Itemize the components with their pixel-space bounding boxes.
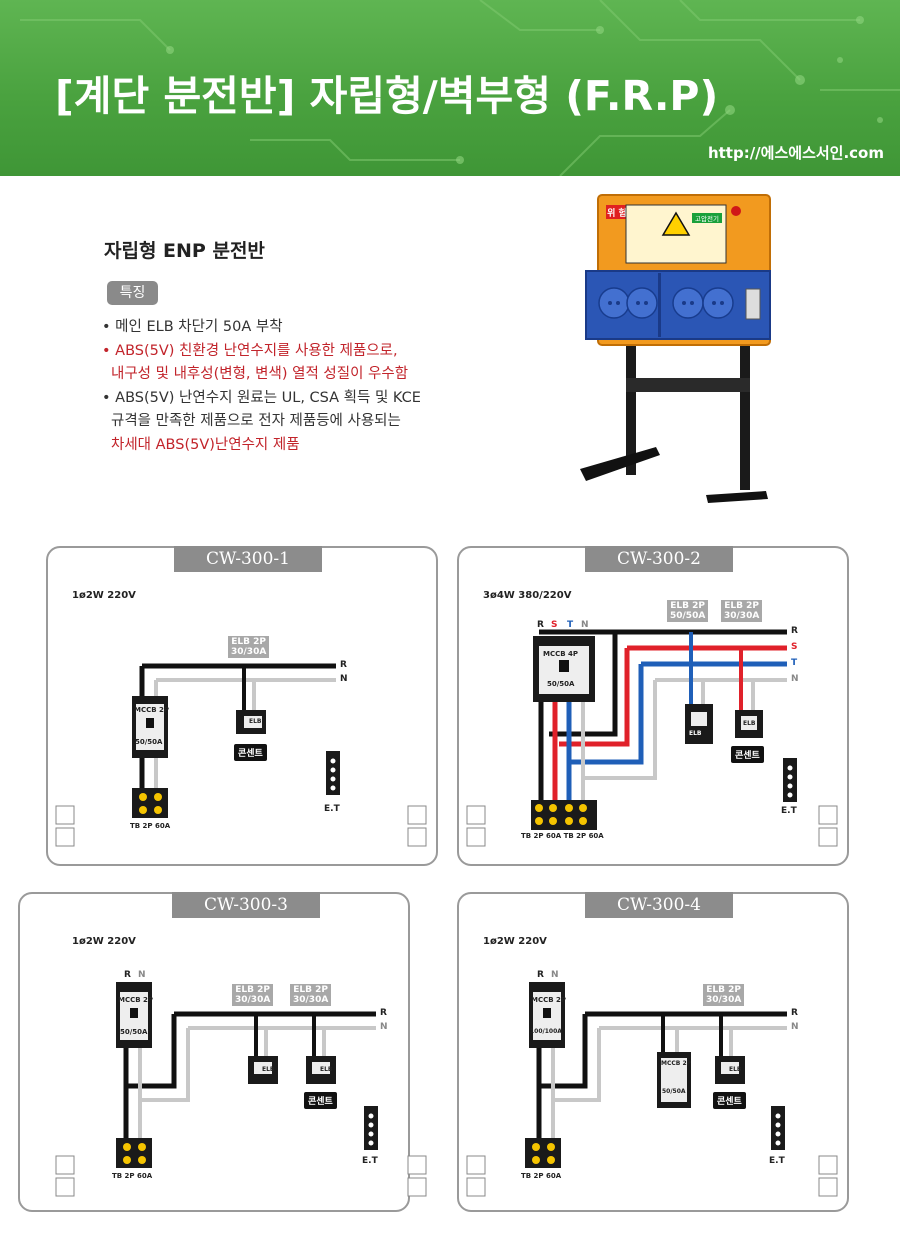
elb-label: ELB (743, 720, 756, 727)
earth-terminal (783, 758, 797, 802)
power-spec: 1ø2W 220V (72, 590, 136, 601)
line-n-label: N (791, 1022, 799, 1032)
feature-line: • ABS(5V) 난연수지 원료는 UL, CSA 획득 및 KCE (102, 389, 421, 406)
diagram-svg (466, 982, 838, 1197)
model-tab: CW-300-4 (585, 892, 733, 918)
features-badge: 특징 (107, 281, 158, 305)
mccb-rating: 50/50A (547, 680, 575, 688)
outlet-label: 콘센트 (234, 744, 267, 761)
model-tab: CW-300-2 (585, 546, 733, 572)
feature-line: 내구성 및 내후성(변형, 변색) 열적 성질이 우수함 (111, 366, 409, 382)
outlet-label: 콘센트 (731, 746, 764, 763)
earth-terminal-label: E.T (769, 1156, 785, 1166)
features-list: • 메인 ELB 차단기 50A 부착 • ABS(5V) 친환경 난연수지를 … (102, 316, 522, 457)
wiring-diagram-cw-300-2: CW-300-2 3ø4W 380/220V R S T N R S T N E… (457, 546, 849, 866)
earth-terminal (364, 1106, 378, 1150)
product-image: 위 험 고압전기 (576, 193, 776, 512)
phase-label-s: S (551, 620, 558, 630)
mccb-rating: 50/50A (120, 1028, 148, 1036)
terminal-block (132, 788, 168, 818)
outlet-label: 콘센트 (713, 1092, 746, 1109)
terminal-block-label: TB 2P 60A (521, 1172, 562, 1180)
power-spec: 3ø4W 380/220V (483, 590, 572, 601)
diagram-svg (55, 663, 427, 847)
elb-label: ELB (249, 718, 262, 725)
terminal-block (531, 800, 597, 830)
terminal-block (116, 1138, 152, 1168)
outlet-label: 콘센트 (304, 1092, 337, 1109)
model-tab: CW-300-3 (172, 892, 320, 918)
line-n-label: N (340, 674, 348, 684)
phase-label-n: N (551, 970, 559, 980)
feature-line: 규격을 만족한 제품으로 전자 제품등에 사용되는 (111, 413, 401, 429)
phase-label-r: R (537, 620, 544, 630)
phase-label-n: N (581, 620, 589, 630)
website-url[interactable]: http://에스에스서인.com (707, 144, 884, 162)
product-subtitle: 자립형 ENP 분전반 (104, 240, 265, 262)
earth-terminal (771, 1106, 785, 1150)
mccb-rating: 50/50A (135, 738, 163, 746)
terminal-block-label: TB 2P 60A (112, 1172, 153, 1180)
line-r-label: R (791, 1008, 798, 1018)
line-n-label: N (791, 674, 799, 684)
elb-label: ELB (729, 1066, 742, 1073)
feature-line: • 메인 ELB 차단기 50A 부착 (102, 319, 283, 335)
terminal-block (525, 1138, 561, 1168)
terminal-block-label: TB 2P 60A TB 2P 60A (521, 832, 604, 840)
sub-mccb-type: MCCB 2P (661, 1060, 692, 1067)
phase-label-t: T (567, 620, 574, 630)
power-spec: 1ø2W 220V (72, 936, 136, 947)
earth-terminal (326, 751, 340, 795)
mccb-type: MCCB 2P (531, 996, 567, 1004)
line-t-label: T (791, 658, 798, 668)
mccb-type: MCCB 2P (134, 706, 170, 714)
phase-label-r: R (124, 970, 131, 980)
mccb-rating: 100/100A (530, 1028, 562, 1035)
line-r-label: R (380, 1008, 387, 1018)
sub-mccb-rating: 50/50A (662, 1088, 686, 1095)
model-tab: CW-300-1 (174, 546, 322, 572)
mccb-type: MCCB 2P (118, 996, 154, 1004)
phase-label-n: N (138, 970, 146, 980)
earth-terminal-label: E.T (324, 804, 340, 814)
mccb-type: MCCB 4P (543, 650, 579, 658)
warning-label: 위 험 (607, 207, 627, 219)
circuit-pattern-decoration (20, 0, 900, 176)
power-spec: 1ø2W 220V (483, 936, 547, 947)
line-s-label: S (791, 642, 798, 652)
page-title: [계단 분전반] 자립형/벽부형 (F.R.P) (55, 72, 719, 120)
feature-line: 차세대 ABS(5V)난연수지 제품 (111, 436, 300, 453)
line-r-label: R (340, 660, 347, 670)
high-voltage-label: 고압전기 (695, 214, 719, 223)
earth-terminal-label: E.T (362, 1156, 378, 1166)
line-n-label: N (380, 1022, 388, 1032)
header-banner: [계단 분전반] 자립형/벽부형 (F.R.P) http://에스에스서인.c… (0, 0, 900, 176)
feature-line: • ABS(5V) 친환경 난연수지를 사용한 제품으로, (102, 342, 398, 359)
elb-label: ELB (262, 1066, 275, 1073)
elb-label: ELB (320, 1066, 333, 1073)
diagram-svg (55, 982, 427, 1197)
diagram-svg (466, 629, 838, 847)
terminal-block-label: TB 2P 60A (130, 822, 171, 830)
earth-terminal-label: E.T (781, 806, 797, 816)
line-r-label: R (791, 626, 798, 636)
elb-label: ELB (689, 730, 702, 737)
phase-label-r: R (537, 970, 544, 980)
